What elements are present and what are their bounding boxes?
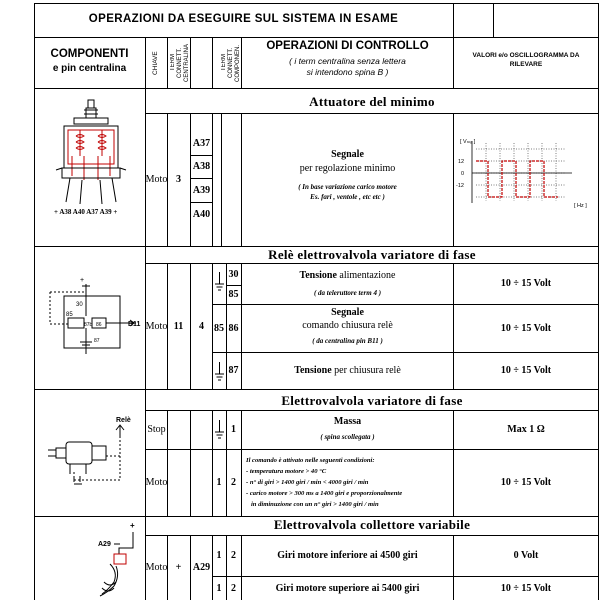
components-header: COMPONENTI e pin centralina xyxy=(50,48,129,74)
key-header: CHIAVE xyxy=(152,51,159,75)
values-header: VALORI e/o OSCILLOGRAMMA DA RILEVARE xyxy=(472,52,580,68)
term-ecu-pin: A40 xyxy=(192,208,211,220)
key-value: Moto xyxy=(145,320,168,332)
term-value: 11 xyxy=(173,320,184,332)
section-title: Attuatore del minimo xyxy=(309,94,435,109)
term-ecu-pin: 85 xyxy=(214,322,224,334)
pins-label: + A38 A40 A37 A39 + xyxy=(54,208,117,216)
ground-icon xyxy=(215,420,224,439)
section-title: Relè elettrovalvola variatore di fase xyxy=(268,247,476,262)
diagram-label: A29 xyxy=(98,541,111,548)
key-value: Moto xyxy=(145,477,168,488)
scope-xlabel: [ Hz ] xyxy=(574,203,587,209)
diagram-label: B11 xyxy=(128,321,141,328)
term-ecu-header: TERM CONNETT. CENTRALINA xyxy=(170,44,190,83)
term-comp-pin: 1 xyxy=(231,424,236,435)
diagram-label: 30 xyxy=(76,302,83,308)
term-comp-pin: 2 xyxy=(231,550,236,561)
key-value: Moto xyxy=(145,174,168,185)
term-comp-pin: 86 xyxy=(228,322,239,334)
ops-header: OPERAZIONI DI CONTROLLO ( i term central… xyxy=(266,40,429,77)
value-reading: 10 ÷ 15 Volt xyxy=(500,477,552,488)
ground-icon xyxy=(215,272,224,291)
value-reading: 10 ÷ 15 Volt xyxy=(500,582,552,594)
operation-description: Segnale comando chiusura relè ( da centr… xyxy=(302,307,393,345)
diagram-label: + xyxy=(130,521,135,530)
term-comp-header: TERM CONNETT. COMPONEN. xyxy=(221,44,241,82)
operation-description: Tensione per chiusura relè xyxy=(294,365,401,376)
value-reading: 0 Volt xyxy=(513,550,539,561)
manifold-valve-diagram: + A29 xyxy=(98,521,135,597)
value-reading: Max 1 Ω xyxy=(507,424,545,435)
term-comp-pin: 2 xyxy=(231,582,236,594)
idle-actuator-diagram: + A38 A40 A37 A39 + xyxy=(54,99,127,216)
term-ecu-pin: A39 xyxy=(192,184,211,196)
operation-description: Segnale per regolazione minimo ( In base… xyxy=(298,149,397,201)
diagram-label: 85 xyxy=(66,312,73,318)
term-ecu-pin: 1 xyxy=(216,550,222,561)
key-value: Stop xyxy=(147,424,166,435)
diagram-label: 86 xyxy=(96,322,102,328)
operation-description: Giri motore superiore ai 5400 giri xyxy=(275,582,420,594)
term-comp-pin: 2 xyxy=(231,477,236,488)
value-reading: 10 ÷ 15 Volt xyxy=(500,365,552,376)
solenoid-valve-diagram: Relè xyxy=(48,417,131,485)
scope-tick: 12 xyxy=(458,159,464,165)
term-comp-pin: 87 xyxy=(228,365,239,376)
scope-tick: -12 xyxy=(456,183,464,189)
activation-conditions: Il comando è attivato nelle seguenti con… xyxy=(246,457,403,508)
term-ecu-pin: A37 xyxy=(192,138,211,149)
key-value: Moto xyxy=(145,562,168,573)
scope-tick: 0 xyxy=(461,171,464,177)
operation-description: Massa ( spina scollegata ) xyxy=(320,416,375,441)
section-title: Elettrovalvola variatore di fase xyxy=(281,393,463,408)
term-ecu-pin: 1 xyxy=(216,477,222,488)
value-reading: 10 ÷ 15 Volt xyxy=(500,322,552,334)
scope-ylabel: [ Vₘₐ ] xyxy=(460,139,476,145)
oscilloscope-graph: [ Vₘₐ ] 12 0 -12 [ Hz ] xyxy=(456,139,587,209)
term-ecu-pin: A38 xyxy=(192,161,211,172)
term-ecu-header-2 xyxy=(192,40,210,86)
section-title: Elettrovalvola collettore variabile xyxy=(273,517,471,532)
page-title: OPERAZIONI DA ESEGUIRE SUL SISTEMA IN ES… xyxy=(88,13,399,25)
diagram-label: + xyxy=(80,277,84,284)
term-comp-pin: 30 xyxy=(228,268,239,280)
value-reading: 10 ÷ 15 Volt xyxy=(500,278,552,289)
diagram-label: Relè xyxy=(116,417,131,424)
operation-description: Giri motore inferiore ai 4500 giri xyxy=(277,550,418,561)
relay-diagram: + 30 85 87b 86 B11 87 xyxy=(49,277,141,354)
term-value: + xyxy=(175,562,182,573)
diagram-label: 87b xyxy=(84,322,93,328)
term-value: 4 xyxy=(199,320,204,332)
term-ecu-pin: 1 xyxy=(216,582,222,594)
term-comp-pin: 85 xyxy=(228,289,239,300)
term-value: A29 xyxy=(192,562,211,573)
diagram-label: 87 xyxy=(94,338,100,344)
ground-icon xyxy=(215,362,224,381)
operation-description: Tensione alimentazione ( da teleruttore … xyxy=(299,270,396,297)
term-group: 3 xyxy=(176,174,181,185)
